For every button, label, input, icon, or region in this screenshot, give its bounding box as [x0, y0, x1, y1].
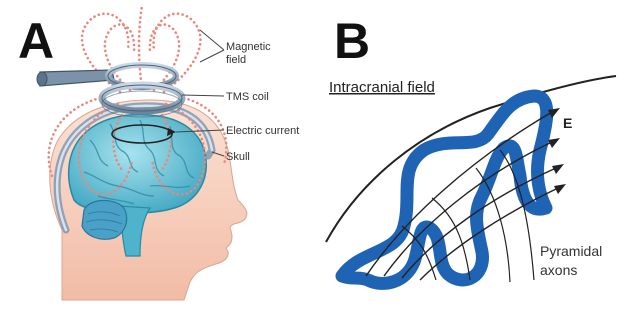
label-electric-current: Electric current	[226, 125, 299, 137]
coil-handle	[40, 70, 114, 86]
panel-b-title: Intracranial field	[329, 79, 435, 96]
panel-a: A	[18, 6, 299, 300]
panel-b-letter: B	[334, 13, 370, 69]
field-label-e: E	[563, 115, 572, 131]
arrowhead-icon	[552, 164, 564, 174]
panel-b: B Intracranial field E Pyramid	[326, 13, 616, 283]
label-pyramidal-axons: Pyramidal axons	[540, 243, 606, 278]
arrowhead-icon	[548, 138, 560, 148]
label-tms-coil: TMS coil	[226, 91, 269, 103]
tms-coil	[37, 65, 182, 117]
label-skull: Skull	[226, 151, 250, 163]
label-magnetic-field: Magnetic field	[226, 41, 274, 66]
arrowhead-icon	[554, 184, 566, 194]
panel-a-letter: A	[18, 13, 54, 69]
